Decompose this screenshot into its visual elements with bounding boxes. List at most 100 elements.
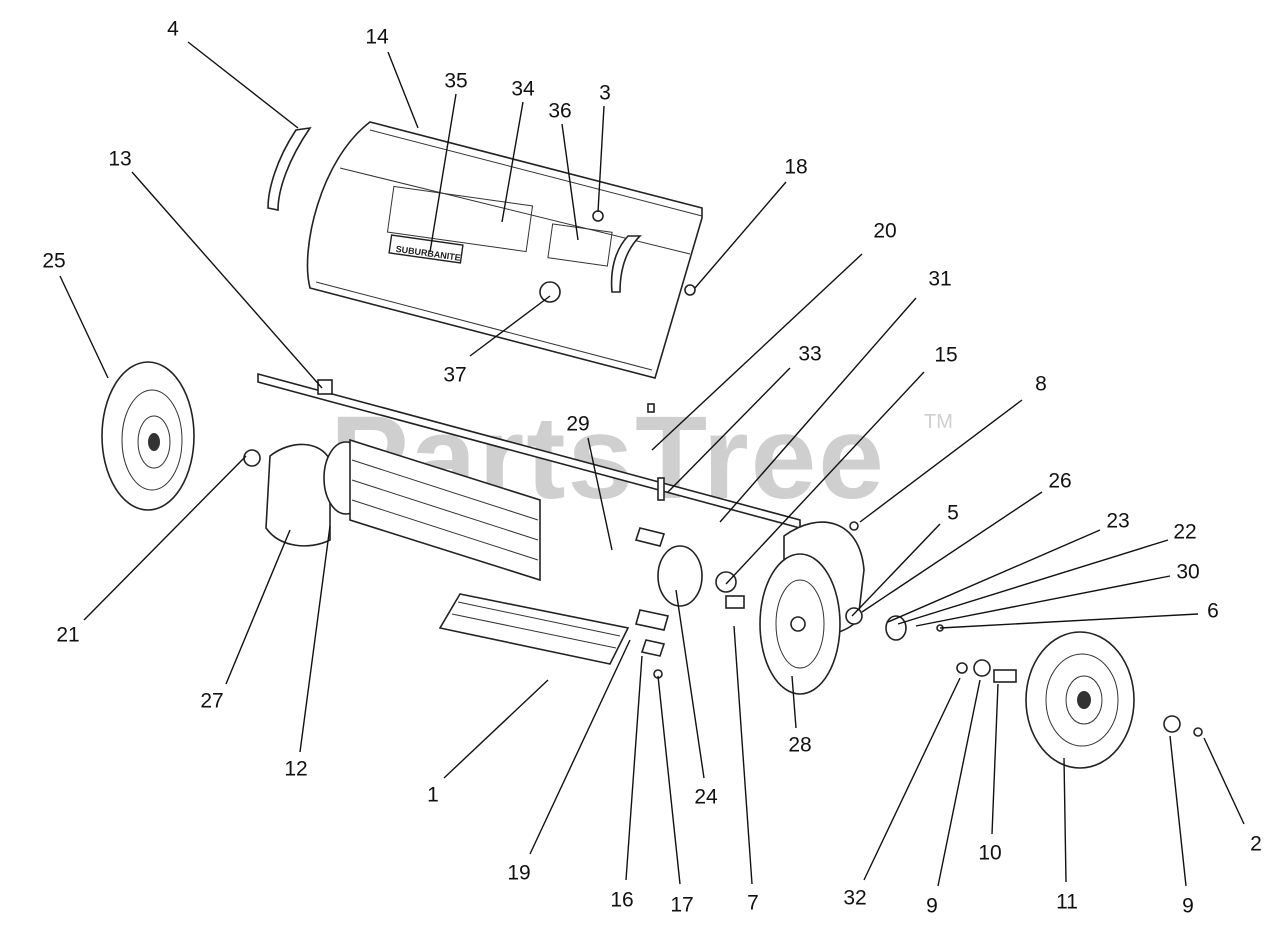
callout-9: 9 bbox=[926, 895, 938, 918]
leader-line-11 bbox=[1063, 757, 1067, 883]
leader-line-18 bbox=[694, 181, 787, 289]
left-wheel bbox=[101, 361, 195, 511]
callout-11: 11 bbox=[1056, 891, 1078, 914]
spring-7 bbox=[725, 595, 745, 609]
brush-drum bbox=[323, 438, 541, 582]
watermark-tm: TM bbox=[924, 411, 953, 433]
callout-8: 8 bbox=[1035, 373, 1047, 396]
gear-housing-right bbox=[759, 521, 865, 695]
nut-18 bbox=[684, 284, 696, 296]
leader-line-32 bbox=[863, 677, 961, 881]
callout-35: 35 bbox=[444, 70, 467, 93]
leader-line-24 bbox=[675, 589, 705, 779]
leader-line-28 bbox=[791, 675, 797, 729]
callout-26: 26 bbox=[1048, 470, 1071, 493]
callout-29: 29 bbox=[566, 413, 589, 436]
pin-20 bbox=[647, 403, 655, 413]
leader-line-5 bbox=[851, 523, 941, 617]
callout-27: 27 bbox=[200, 690, 223, 713]
callout-1: 1 bbox=[427, 784, 439, 807]
callout-32: 32 bbox=[843, 887, 866, 910]
callout-37: 37 bbox=[443, 364, 466, 387]
callout-19: 19 bbox=[507, 862, 530, 885]
callout-6: 6 bbox=[1207, 600, 1219, 623]
leader-line-30 bbox=[915, 575, 1171, 627]
callout-18: 18 bbox=[784, 156, 807, 179]
bracket-19 bbox=[634, 609, 670, 631]
callout-12: 12 bbox=[284, 758, 307, 781]
leader-line-9 bbox=[937, 679, 981, 887]
gear-24 bbox=[657, 545, 703, 607]
leader-line-12 bbox=[299, 525, 331, 753]
spacer-10 bbox=[993, 669, 1017, 683]
leader-line-37 bbox=[469, 295, 551, 357]
clip-16 bbox=[640, 639, 666, 657]
washer-9a bbox=[973, 659, 991, 677]
bracket bbox=[634, 527, 666, 547]
leader-line-14 bbox=[387, 51, 419, 129]
leader-line-35 bbox=[429, 93, 457, 253]
leader-line-6 bbox=[939, 613, 1199, 629]
callout-4: 4 bbox=[167, 18, 179, 41]
right-wheel bbox=[1025, 631, 1135, 769]
pin-33 bbox=[657, 477, 665, 501]
handle-grip-left bbox=[267, 126, 312, 211]
washer-32 bbox=[956, 662, 968, 674]
callout-10: 10 bbox=[978, 842, 1001, 865]
screw-8 bbox=[849, 521, 859, 531]
callout-21: 21 bbox=[56, 624, 79, 647]
gear-21 bbox=[243, 449, 261, 467]
callout-5: 5 bbox=[947, 502, 959, 525]
leader-line-15 bbox=[725, 371, 925, 585]
callout-2: 2 bbox=[1250, 833, 1262, 856]
nut-2 bbox=[1193, 727, 1203, 737]
washer-9b bbox=[1163, 715, 1181, 733]
leader-line-20 bbox=[651, 253, 863, 451]
hood: SUBURBANITE bbox=[306, 121, 703, 379]
leader-line-10 bbox=[991, 683, 999, 835]
leader-line-17 bbox=[657, 675, 681, 885]
leader-line-4 bbox=[187, 41, 299, 129]
callout-23: 23 bbox=[1106, 510, 1129, 533]
leader-line-8 bbox=[859, 399, 1023, 523]
callout-36: 36 bbox=[548, 100, 571, 123]
callout-25: 25 bbox=[42, 250, 65, 273]
callout-13: 13 bbox=[108, 148, 131, 171]
callout-7: 7 bbox=[747, 892, 759, 915]
brush-strip bbox=[438, 593, 630, 665]
callout-3: 3 bbox=[599, 82, 611, 105]
leader-line-2 bbox=[1203, 737, 1245, 825]
leader-line-9 bbox=[1169, 735, 1187, 887]
leader-line-3 bbox=[597, 105, 605, 213]
leader-line-31 bbox=[719, 297, 917, 523]
bolt-3 bbox=[592, 210, 604, 222]
leader-line-33 bbox=[667, 367, 791, 493]
leader-line-26 bbox=[861, 491, 1043, 613]
callout-15: 15 bbox=[934, 344, 957, 367]
callout-34: 34 bbox=[511, 78, 535, 101]
leader-line-16 bbox=[625, 655, 643, 881]
leader-line-25 bbox=[59, 275, 109, 379]
leader-line-1 bbox=[443, 679, 549, 779]
leader-line-36 bbox=[561, 123, 579, 241]
rod-bushing bbox=[317, 379, 333, 395]
washer-15 bbox=[715, 571, 737, 593]
callout-14: 14 bbox=[365, 26, 389, 49]
callout-9: 9 bbox=[1182, 895, 1194, 918]
leader-line-21 bbox=[83, 455, 247, 621]
leader-line-27 bbox=[225, 529, 291, 685]
callout-17: 17 bbox=[670, 894, 693, 917]
leader-line-22 bbox=[897, 539, 1169, 625]
callout-16: 16 bbox=[610, 889, 633, 912]
callout-30: 30 bbox=[1176, 561, 1199, 584]
hub-gear-22 bbox=[885, 615, 907, 641]
handle-grip-right bbox=[610, 235, 642, 293]
leader-line-7 bbox=[733, 625, 753, 885]
leader-line-29 bbox=[587, 437, 613, 551]
leader-line-34 bbox=[501, 101, 524, 223]
leader-line-23 bbox=[887, 529, 1101, 623]
callout-31: 31 bbox=[928, 268, 951, 291]
callout-22: 22 bbox=[1173, 521, 1196, 544]
leader-line-13 bbox=[131, 171, 323, 389]
